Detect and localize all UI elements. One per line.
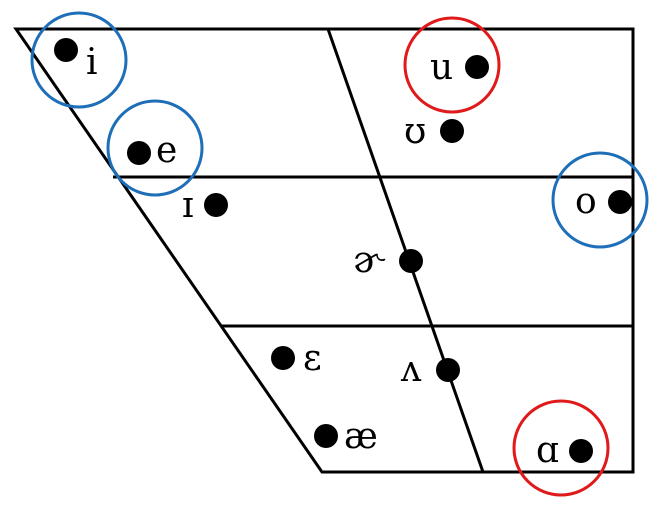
dot-alpha — [569, 439, 593, 463]
dot-epsilon — [271, 346, 295, 370]
highlight-circle-u — [403, 16, 501, 114]
label-u: u — [430, 47, 453, 88]
highlight-circle-e — [106, 99, 204, 197]
dot-ash — [314, 424, 338, 448]
label-alpha: ɑ — [536, 430, 559, 471]
dot-o — [608, 190, 632, 214]
highlight-circle-o — [551, 151, 649, 249]
dot-wedge — [436, 358, 460, 382]
label-i: i — [86, 42, 98, 83]
dot-i — [54, 38, 78, 62]
trapezoid-outline — [13, 27, 635, 474]
dot-e — [127, 141, 151, 165]
label-schwar: ɚ — [353, 240, 386, 281]
dot-schwar — [399, 249, 423, 273]
vowel-dots — [54, 38, 632, 463]
label-epsilon: ɛ — [303, 338, 322, 379]
label-upsilon: ʊ — [404, 111, 426, 152]
dot-u — [465, 55, 489, 79]
label-ash: æ — [344, 416, 378, 457]
label-small-cap-i: ɪ — [182, 185, 194, 226]
chart-frame — [13, 27, 635, 474]
highlight-circles — [30, 11, 649, 497]
label-o: o — [575, 181, 597, 222]
vowel-labels: i e u ʊ ɪ o ɚ ɛ ʌ æ ɑ — [86, 42, 597, 471]
highlight-circle-i — [30, 11, 128, 109]
highlight-circle-alpha — [512, 399, 610, 497]
label-wedge: ʌ — [400, 349, 422, 390]
dot-upsilon — [440, 119, 464, 143]
dot-small-cap-i — [204, 193, 228, 217]
label-e: e — [156, 130, 177, 171]
